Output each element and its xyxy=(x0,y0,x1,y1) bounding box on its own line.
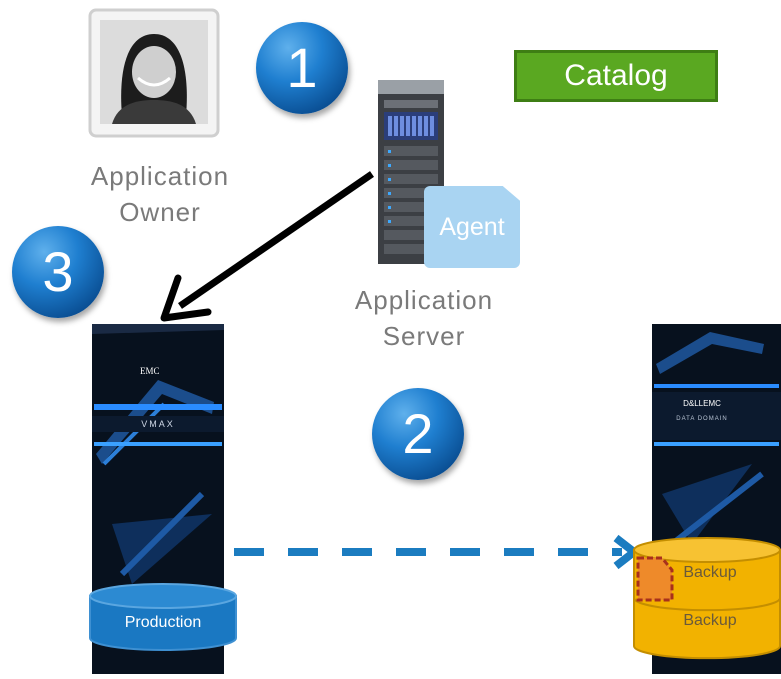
backup-label-top: Backup xyxy=(683,564,737,581)
backup-label-bottom: Backup xyxy=(683,612,737,629)
backup-volume xyxy=(632,536,781,660)
step-3-circle: 3 xyxy=(12,226,104,318)
app-server-label: Application Server xyxy=(324,282,524,354)
step-1-circle: 1 xyxy=(256,22,348,114)
app-owner-line2: Owner xyxy=(119,197,201,227)
datadomain-model: DATA DOMAIN xyxy=(676,416,728,422)
production-volume xyxy=(88,582,238,652)
datadomain-brand: D&LLEMC xyxy=(683,399,721,408)
app-owner-line1: Application xyxy=(90,161,230,191)
production-label: Production xyxy=(124,614,202,631)
step-2-circle: 2 xyxy=(372,388,464,480)
catalog-box: Catalog xyxy=(514,50,718,102)
restore-arrow xyxy=(160,171,374,322)
app-server-line1: Application xyxy=(354,285,494,315)
avatar xyxy=(88,8,220,138)
vmax-brand: EMC xyxy=(140,366,160,376)
agent-badge: Agent xyxy=(424,186,520,268)
app-server-line2: Server xyxy=(382,321,466,351)
app-owner-label: Application Owner xyxy=(60,158,260,230)
backup-arrow xyxy=(234,534,641,570)
vmax-model: VMAX xyxy=(141,419,175,429)
